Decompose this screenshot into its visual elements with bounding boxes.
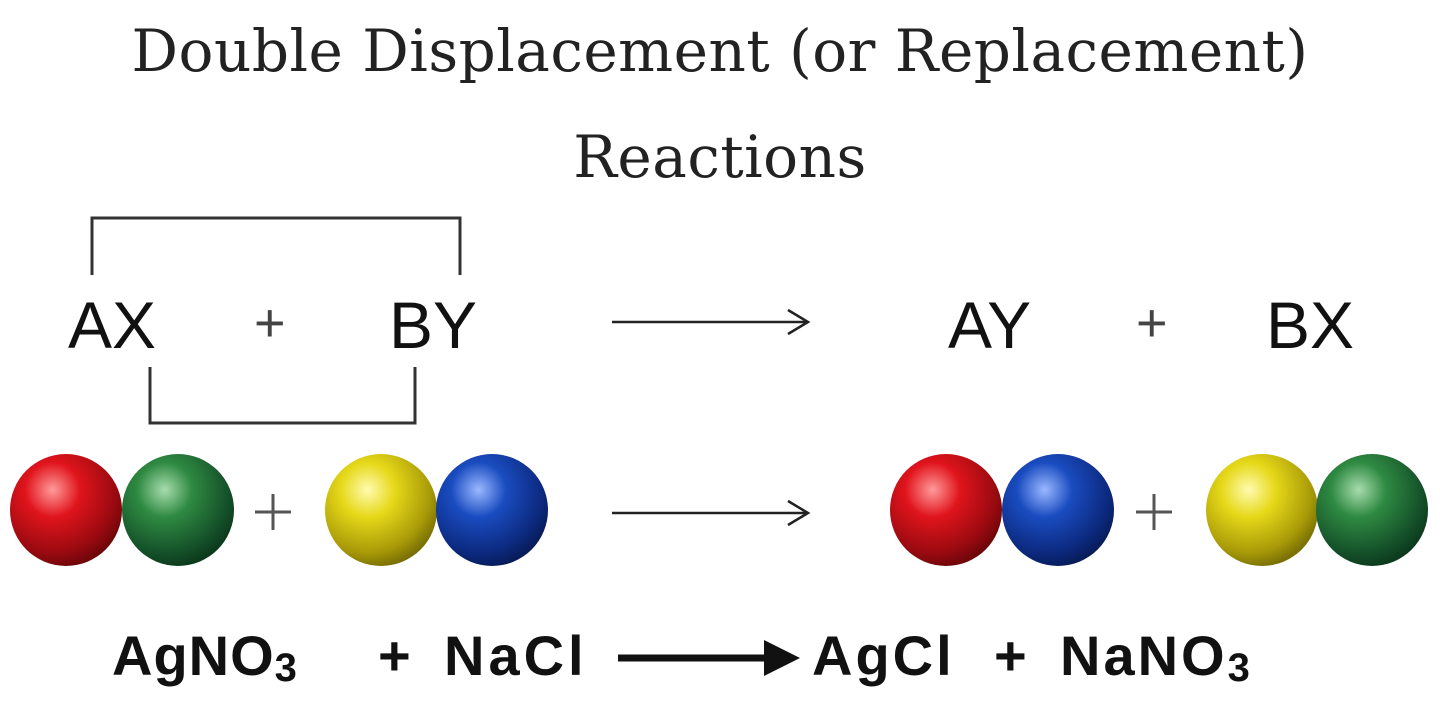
example-reactant-agno3: AgNO3: [112, 628, 298, 689]
plus-sign-reactants: +: [254, 293, 286, 353]
green-sphere: [1316, 454, 1428, 566]
top-exchange-bracket: [90, 216, 462, 275]
plus-icon: [255, 494, 291, 530]
diagram-title-line1: Double Displacement (or Replacement): [131, 17, 1309, 85]
agno3-formula: AgNO: [112, 624, 275, 687]
yellow-sphere: [1206, 454, 1318, 566]
reactant-by-label: BY: [389, 288, 478, 362]
red-sphere: [10, 454, 122, 566]
reaction-arrow-spheres: [612, 499, 811, 527]
nano3-formula: NaNO: [1060, 624, 1228, 687]
example-reactant-nacl: NaCl: [444, 624, 588, 687]
product-bx-label: BX: [1266, 288, 1355, 362]
reactant-ax-label: AX: [68, 288, 157, 362]
nano3-subscript: 3: [1227, 646, 1253, 690]
blue-sphere: [1002, 454, 1114, 566]
example-product-agcl: AgCl: [812, 624, 955, 687]
reaction-arrow-general: [612, 308, 811, 336]
plus-sign-products: +: [1136, 293, 1168, 353]
yellow-sphere: [325, 454, 437, 566]
blue-sphere: [436, 454, 548, 566]
product-ay-label: AY: [948, 288, 1032, 362]
diagram-title-line2: Reactions: [573, 123, 867, 191]
example-plus-products: +: [994, 624, 1028, 687]
example-product-nano3: NaNO3: [1060, 628, 1253, 689]
green-sphere: [122, 454, 234, 566]
example-plus-reactants: +: [378, 624, 412, 687]
bottom-exchange-bracket: [148, 367, 417, 425]
agno3-subscript: 3: [274, 646, 298, 690]
red-sphere: [890, 454, 1002, 566]
plus-icon: [1136, 494, 1172, 530]
reaction-arrow-example: [618, 640, 800, 676]
